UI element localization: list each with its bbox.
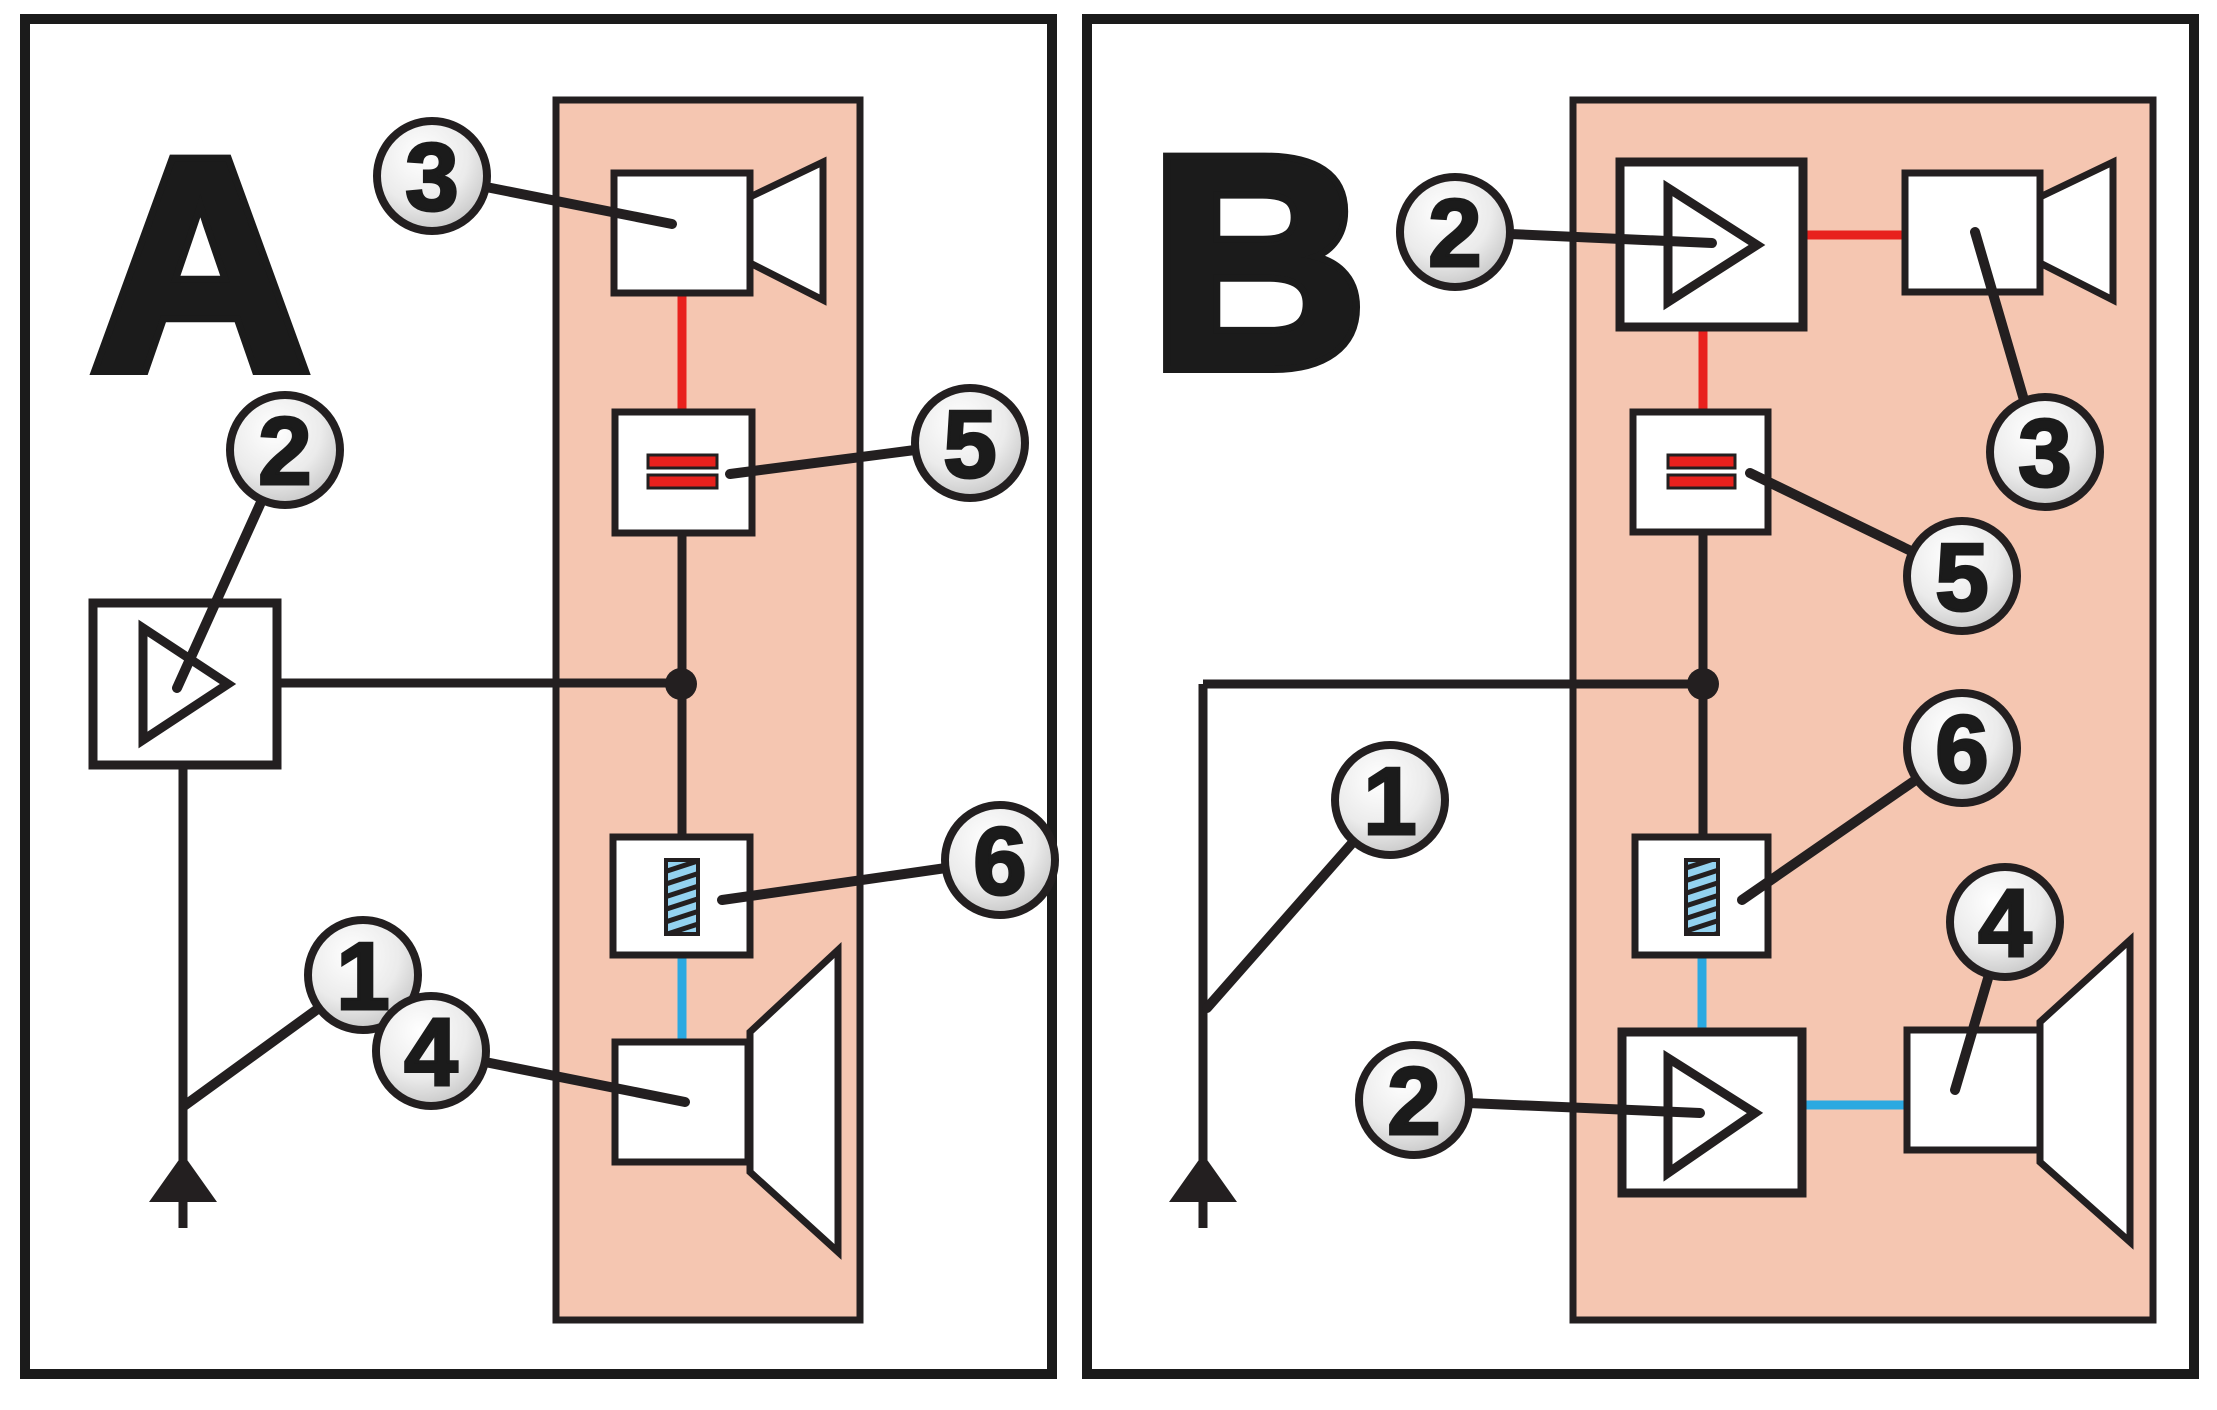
input-arrow-icon-a [149,1154,217,1202]
capacitor-icon-a [646,453,719,470]
woofer-horn-icon-a [746,941,842,1260]
callout-1-a-circle [304,916,422,1034]
capacitor-icon-b [1666,453,1737,470]
woofer-box-b [1903,1026,2044,1154]
callout-2-a: 2 [172,391,344,693]
callout-2-a-pointer [172,495,267,693]
inductor-coil-icon-a [664,858,700,936]
inductor-coil-icon-b [1684,858,1720,936]
callout-4-a-pointer [480,1057,690,1107]
woofer-horn-icon-b [2036,932,2134,1250]
callout-2-bottom-b-number: 2 [1387,1048,1440,1155]
callout-3-a: 3 [373,117,677,235]
callout-1-b-pointer [1202,836,1359,1013]
callout-1-b: 1 [1202,741,1449,1013]
tweeter-horn-icon-b [2036,156,2117,306]
callout-6-a-circle [941,801,1059,919]
callout-5-b: 5 [1745,468,2021,635]
callout-2-a-number: 2 [258,398,311,505]
callout-3-b-number: 3 [2018,400,2071,507]
junction-dot-a [665,668,697,700]
amplifier-icon-a [138,619,237,749]
tweeter-box-a [610,169,754,297]
callout-2-top-b: 2 [1396,173,1717,291]
callout-1-b-circle [1331,741,1449,859]
callout-2-bottom-b: 2 [1355,1041,1705,1159]
panel-b: B 1 [1082,14,2199,1379]
capacitor-icon-a2 [646,473,719,490]
callout-6-b: 6 [1737,689,2021,905]
callout-1-a-pointer [179,1003,324,1111]
callout-2-bottom-b-pointer [1463,1098,1705,1118]
callout-5-b-circle [1903,517,2021,635]
callout-5-a-pointer [725,445,920,479]
callout-2-top-b-number: 2 [1428,180,1481,287]
callout-4-a-number: 4 [404,999,457,1106]
callout-6-b-circle [1903,689,2021,807]
callout-1-a: 1 [179,916,422,1111]
callout-5-b-pointer [1745,468,1918,557]
callout-6-a-number: 6 [973,808,1026,915]
callout-6-b-pointer [1737,774,1922,905]
callout-2-top-b-pointer [1505,229,1717,248]
callout-6-a-pointer [717,863,951,905]
callout-2-bottom-b-circle [1355,1041,1473,1159]
callout-6-a: 6 [717,801,1059,919]
panel-b-label: B [1150,94,1367,430]
callout-2-a-circle [226,391,344,509]
callout-5-a-circle [911,384,1029,502]
callout-4-b: 4 [1946,863,2064,1095]
callout-4-b-number: 4 [1978,870,2031,977]
input-arrow-icon-b [1169,1154,1237,1202]
callout-3-b-pointer [1970,227,2029,405]
callout-5-a: 5 [725,384,1029,502]
capacitor-icon-b2 [1666,473,1737,490]
callout-2-top-b-circle [1396,173,1514,291]
callout-1-a-number: 1 [336,923,389,1030]
callout-6-b-number: 6 [1935,696,1988,803]
tweeter-horn-icon-a [746,156,827,306]
callout-4-a-circle [372,992,490,1110]
junction-dot-b [1687,668,1719,700]
callout-5-a-number: 5 [943,391,996,498]
callout-3-b-circle [1986,393,2104,511]
callout-5-b-number: 5 [1935,524,1988,631]
callout-4-a: 4 [372,992,690,1110]
amplifier-box-a [88,598,282,770]
callout-1-b-number: 1 [1363,748,1416,855]
callout-3-a-pointer [481,182,677,229]
panel-a-label: A [92,96,309,432]
panel-a: A 1 [20,14,1059,1379]
callout-4-b-pointer [1950,970,1994,1095]
callout-3-a-number: 3 [405,124,458,231]
callout-3-b: 3 [1970,227,2104,511]
callout-4-b-circle [1946,863,2064,981]
callout-3-a-circle [373,117,491,235]
